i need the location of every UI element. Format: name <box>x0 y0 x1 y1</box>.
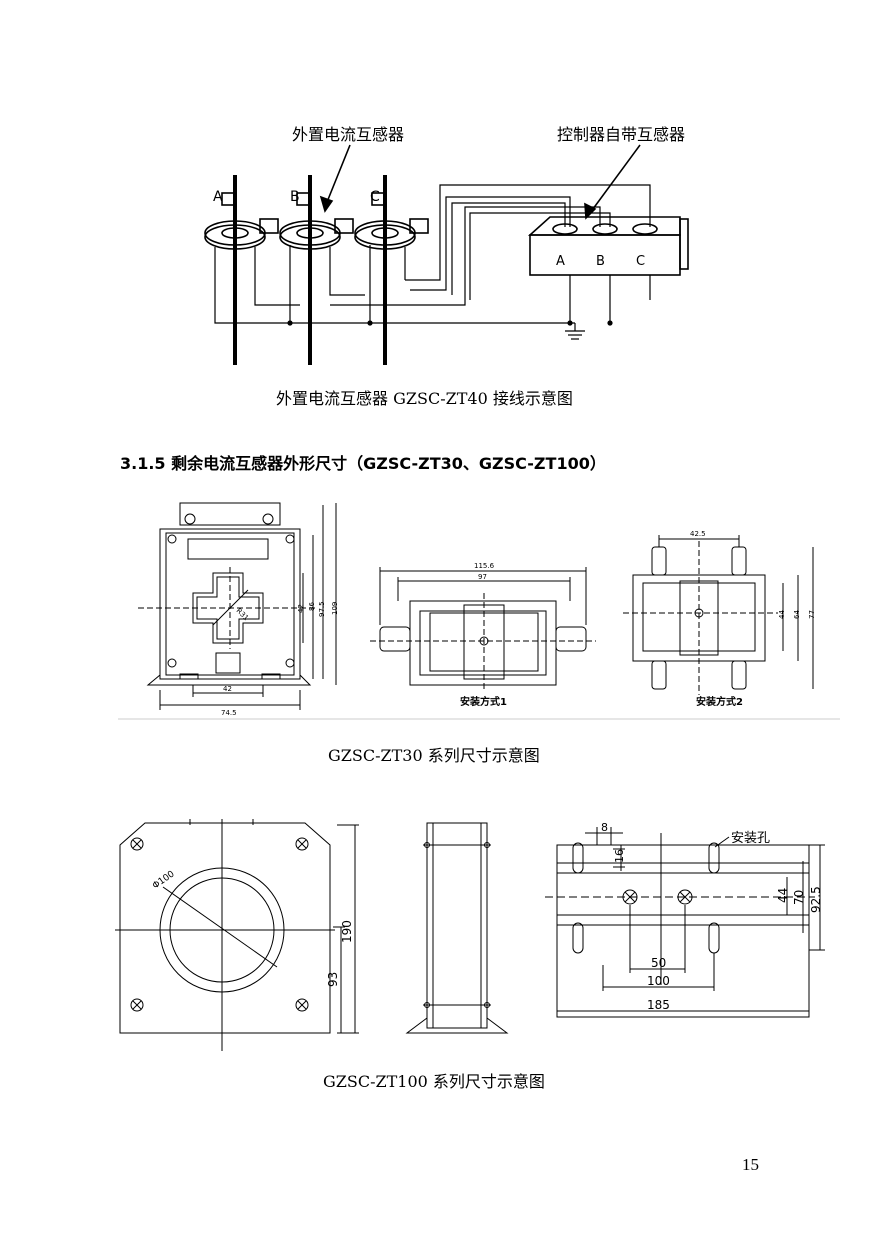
dim-42-label: 42 <box>223 685 232 693</box>
wiring-diagram: 外置电流互感器 控制器自带互感器 A B C A B C <box>204 125 689 365</box>
dim-100-label: 100 <box>647 974 670 988</box>
zt30-caption: GZSC-ZT30 系列尺寸示意图 <box>328 746 540 765</box>
mount-method-1: 安装方式1 <box>460 695 507 708</box>
wiring-diagram-caption: 外置电流互感器 GZSC-ZT40 接线示意图 <box>276 389 573 408</box>
dim-77-label: 77 <box>808 610 816 619</box>
box-phase-b-label: B <box>596 254 605 269</box>
dim-70-label: 70 <box>792 890 806 905</box>
phase-b-label: B <box>290 189 300 205</box>
dim-44-label: 44 <box>776 888 790 903</box>
dim-109-label: 109 <box>331 602 339 615</box>
dim-50-label: 50 <box>651 956 666 970</box>
dim-86-label: 86 <box>308 602 316 611</box>
dim-925-label: 92.5 <box>809 886 823 913</box>
dim-425-label: 42.5 <box>690 530 706 538</box>
zt100-caption: GZSC-ZT100 系列尺寸示意图 <box>323 1072 545 1091</box>
dim-8-label: 8 <box>601 821 608 834</box>
zt30-dimension-drawing: 42 74.5 R31 42 86 97.5 109 115.6 97 42.5… <box>118 502 840 720</box>
mount-hole-label: 安装孔 <box>731 831 770 846</box>
dim-1156-label: 115.6 <box>474 562 495 570</box>
dim-42v-label: 42 <box>297 604 305 613</box>
dim-185-label: 185 <box>647 998 670 1012</box>
dim-16-label: 16 <box>613 849 626 863</box>
section-heading: 3.1.5 剩余电流互感器外形尺寸（GZSC-ZT30、GZSC-ZT100） <box>120 454 606 473</box>
mount-method-2: 安装方式2 <box>696 695 743 708</box>
zt100-dimension-drawing: Φ100 190 93 8 16 安装孔 44 70 92.5 50 100 1… <box>115 819 825 1051</box>
box-phase-a-label: A <box>556 254 565 269</box>
dim-745-label: 74.5 <box>221 709 237 717</box>
dim-64-label: 64 <box>793 610 801 619</box>
dim-97-label: 97 <box>478 573 487 581</box>
phase-a-label: A <box>213 189 223 205</box>
dim-93-label: 93 <box>326 972 340 987</box>
dim-975-label: 97.5 <box>318 601 326 617</box>
box-phase-c-label: C <box>636 254 645 269</box>
dim-44-label: 44 <box>778 610 786 619</box>
builtin-ct-label: 控制器自带互感器 <box>557 125 685 144</box>
phase-c-label: C <box>370 189 380 205</box>
dim-r31-label: R31 <box>235 607 250 622</box>
dim-190-label: 190 <box>340 920 354 943</box>
page-number: 15 <box>742 1155 759 1174</box>
external-ct-label: 外置电流互感器 <box>292 125 404 144</box>
